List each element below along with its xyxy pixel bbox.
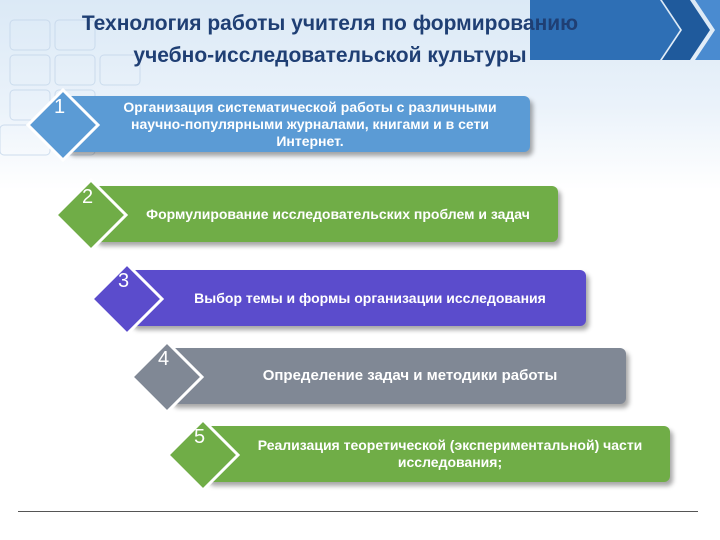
step-5-diamond: 5 [166,418,240,492]
step-1-bar: Организация систематической работы с раз… [66,96,530,152]
step-5-bar: Реализация теоретической (эксперименталь… [206,426,670,482]
step-2-text: Формулирование исследовательских проблем… [146,205,530,222]
step-1-diamond: 1 [26,88,100,162]
step-2-bar: Формулирование исследовательских проблем… [94,186,558,242]
title-line-2: учебно-исследовательской культуры [133,44,527,67]
step-3-diamond: 3 [90,262,164,336]
step-3-number: 3 [118,270,130,292]
step-5-text: Реализация теоретической (эксперименталь… [257,437,643,470]
title-line-1: Технология работы учителя по формировани… [81,12,579,35]
step-2-number: 2 [82,186,94,208]
step-3-bar: Выбор темы и формы организации исследова… [130,270,586,326]
step-1: Организация систематической работы с раз… [26,88,530,162]
step-4-text: Определение задач и методики работы [262,367,558,384]
step-1-text: Организация систематической работы с раз… [123,98,497,149]
header-background [0,0,720,190]
step-2: Формулирование исследовательских проблем… [54,178,558,252]
page-title: Технология работы учителя по формировани… [30,8,630,72]
step-4-number: 4 [158,348,170,370]
chevron-arrows-icon [530,0,720,60]
step-4: Определение задач и методики работы 4 [130,340,626,414]
step-4-diamond: 4 [130,340,204,414]
bottom-divider [18,511,698,512]
step-3: Выбор темы и формы организации исследова… [90,262,586,336]
step-1-number: 1 [54,96,66,118]
step-4-bar: Определение задач и методики работы [170,348,626,404]
step-5-number: 5 [194,426,206,448]
step-2-diamond: 2 [54,178,128,252]
step-3-text: Выбор темы и формы организации исследова… [194,289,546,306]
step-5: Реализация теоретической (эксперименталь… [166,418,670,492]
